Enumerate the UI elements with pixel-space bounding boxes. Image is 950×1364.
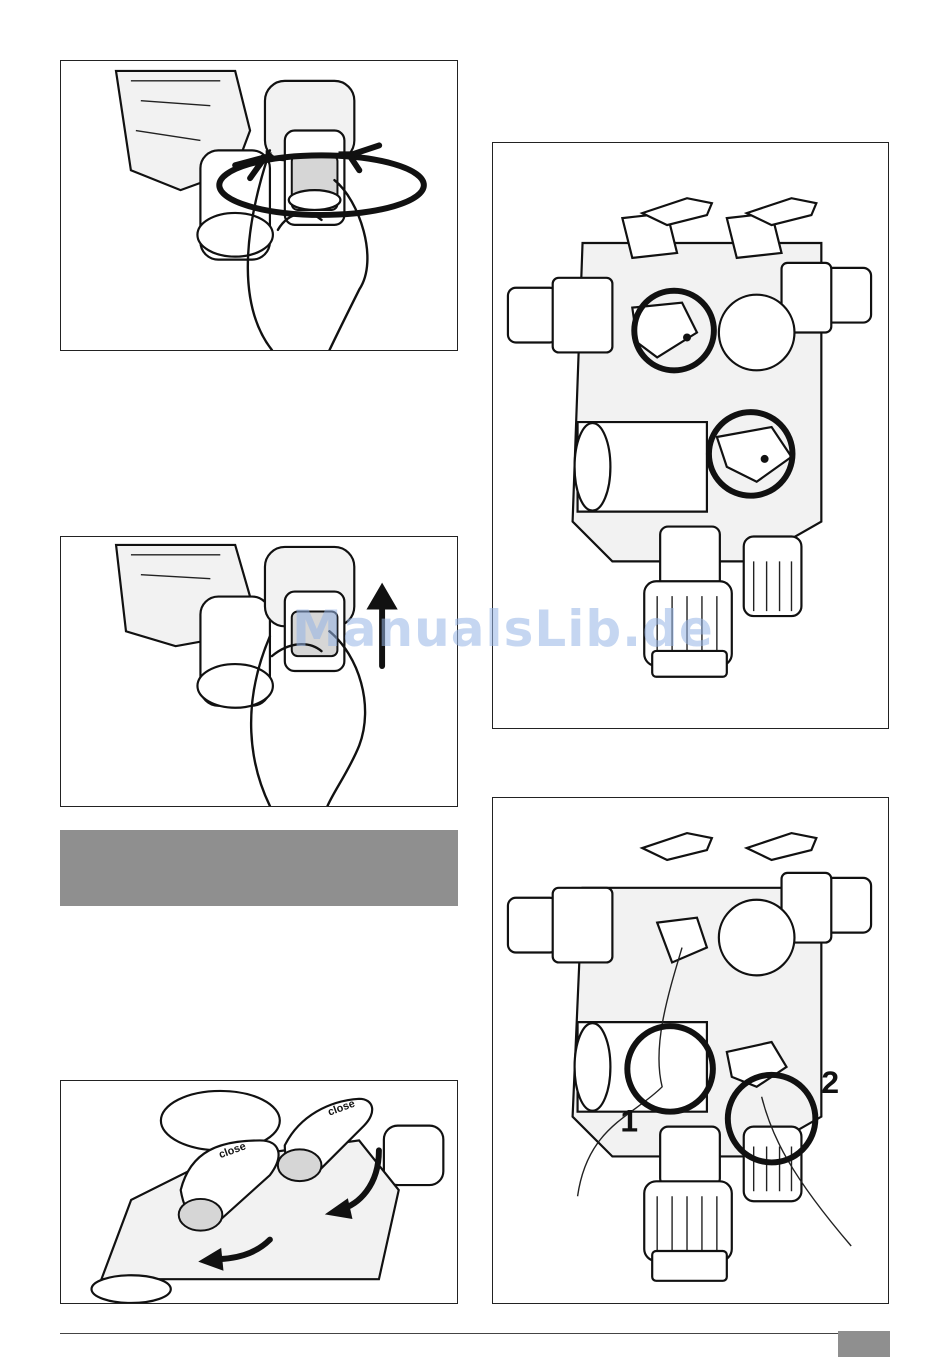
page-number-tab <box>838 1331 890 1357</box>
plus-sign: + <box>260 143 274 170</box>
probe-label-1: 1 <box>620 1103 638 1139</box>
minus-sign: − <box>337 139 351 166</box>
regulator-adjust-illustration: + − <box>61 61 457 350</box>
levers-close-illustration: close close <box>61 1081 457 1303</box>
regulator-pull-illustration <box>61 537 457 806</box>
footer-rule <box>60 1333 890 1334</box>
figure-adjust-regulator: + − <box>60 60 458 351</box>
valve-probes-illustration: 1 2 <box>493 798 888 1303</box>
probe-label-2: 2 <box>821 1064 839 1100</box>
watermark: ManualsLib.de <box>292 600 714 658</box>
figure-pull-regulator <box>60 536 458 807</box>
section-heading-bar <box>60 830 458 906</box>
figure-close-levers: close close <box>60 1080 458 1304</box>
figure-valve-probes: 1 2 <box>492 797 889 1304</box>
